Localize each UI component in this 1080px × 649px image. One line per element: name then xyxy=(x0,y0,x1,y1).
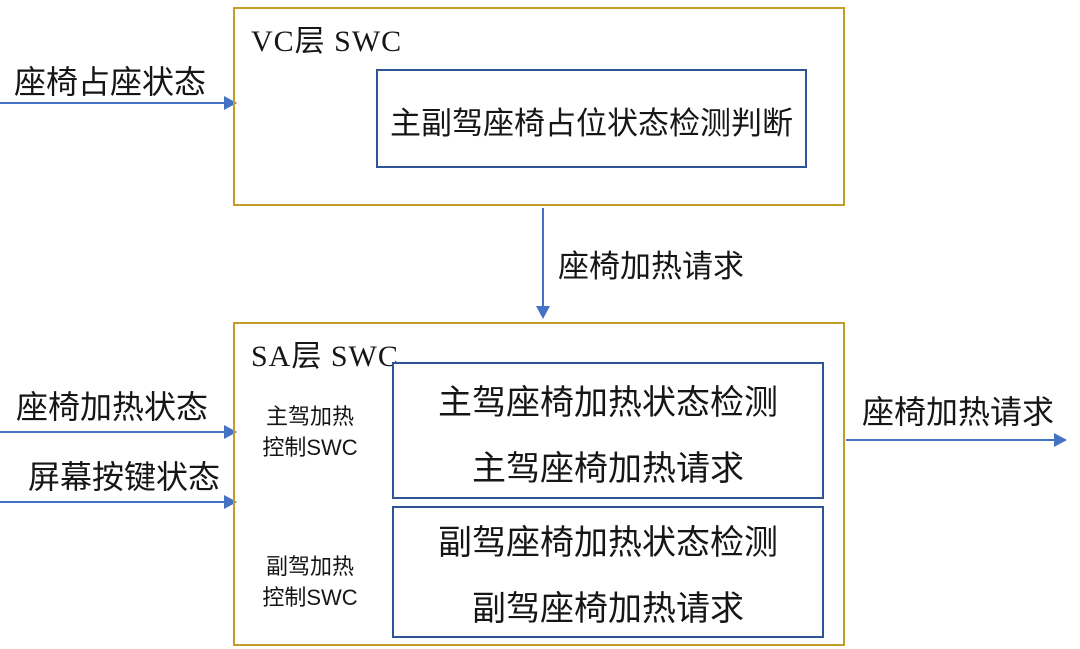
seat-heating-status-arrow-line xyxy=(0,431,224,433)
passenger-heating-detection-label: 副驾座椅加热状态检测 xyxy=(438,523,778,562)
driver-heating-request-label: 主驾座椅加热请求 xyxy=(472,450,744,488)
seat-heating-request-out-arrow-line xyxy=(846,439,1054,441)
vc-layer-box xyxy=(233,7,845,206)
arrowhead-right-icon xyxy=(1054,433,1067,447)
driver-heating-component: 主驾座椅加热状态检测 主驾座椅加热请求 xyxy=(392,362,824,499)
occupancy-detection-component: 主副驾座椅占位状态检测判断 xyxy=(376,69,807,168)
seat-occupancy-arrow-line xyxy=(0,102,224,104)
seat-occupancy-status-label: 座椅占座状态 xyxy=(14,64,207,100)
driver-heating-swc-label-line2: 控制SWC xyxy=(262,435,358,460)
seat-heating-request-out-label: 座椅加热请求 xyxy=(862,394,1055,430)
driver-heating-swc-label: 主驾加热 控制SWC xyxy=(254,401,366,463)
vc-layer-title: VC层 SWC xyxy=(251,25,403,58)
seat-heating-status-label: 座椅加热状态 xyxy=(16,389,209,425)
arrowhead-down-icon xyxy=(536,306,550,319)
sa-layer-title: SA层 SWC xyxy=(251,340,399,373)
passenger-heating-component: 副驾座椅加热状态检测 副驾座椅加热请求 xyxy=(392,506,824,638)
screen-button-status-label: 屏幕按键状态 xyxy=(28,459,221,495)
heating-request-down-arrow-line xyxy=(542,208,544,307)
driver-heating-swc-label-line1: 主驾加热 xyxy=(265,404,354,429)
occupancy-detection-component-label: 主副驾座椅占位状态检测判断 xyxy=(390,106,793,141)
seat-heating-request-mid-label: 座椅加热请求 xyxy=(558,249,744,284)
passenger-heating-swc-label-line1: 副驾加热 xyxy=(265,554,354,579)
screen-button-status-arrow-line xyxy=(0,501,224,503)
sa-layer-box xyxy=(233,322,845,646)
passenger-heating-swc-label: 副驾加热 控制SWC xyxy=(254,551,366,613)
driver-heating-detection-label: 主驾座椅加热状态检测 xyxy=(438,384,778,422)
passenger-heating-swc-label-line2: 控制SWC xyxy=(262,585,358,610)
passenger-heating-request-label: 副驾座椅加热请求 xyxy=(472,589,744,628)
